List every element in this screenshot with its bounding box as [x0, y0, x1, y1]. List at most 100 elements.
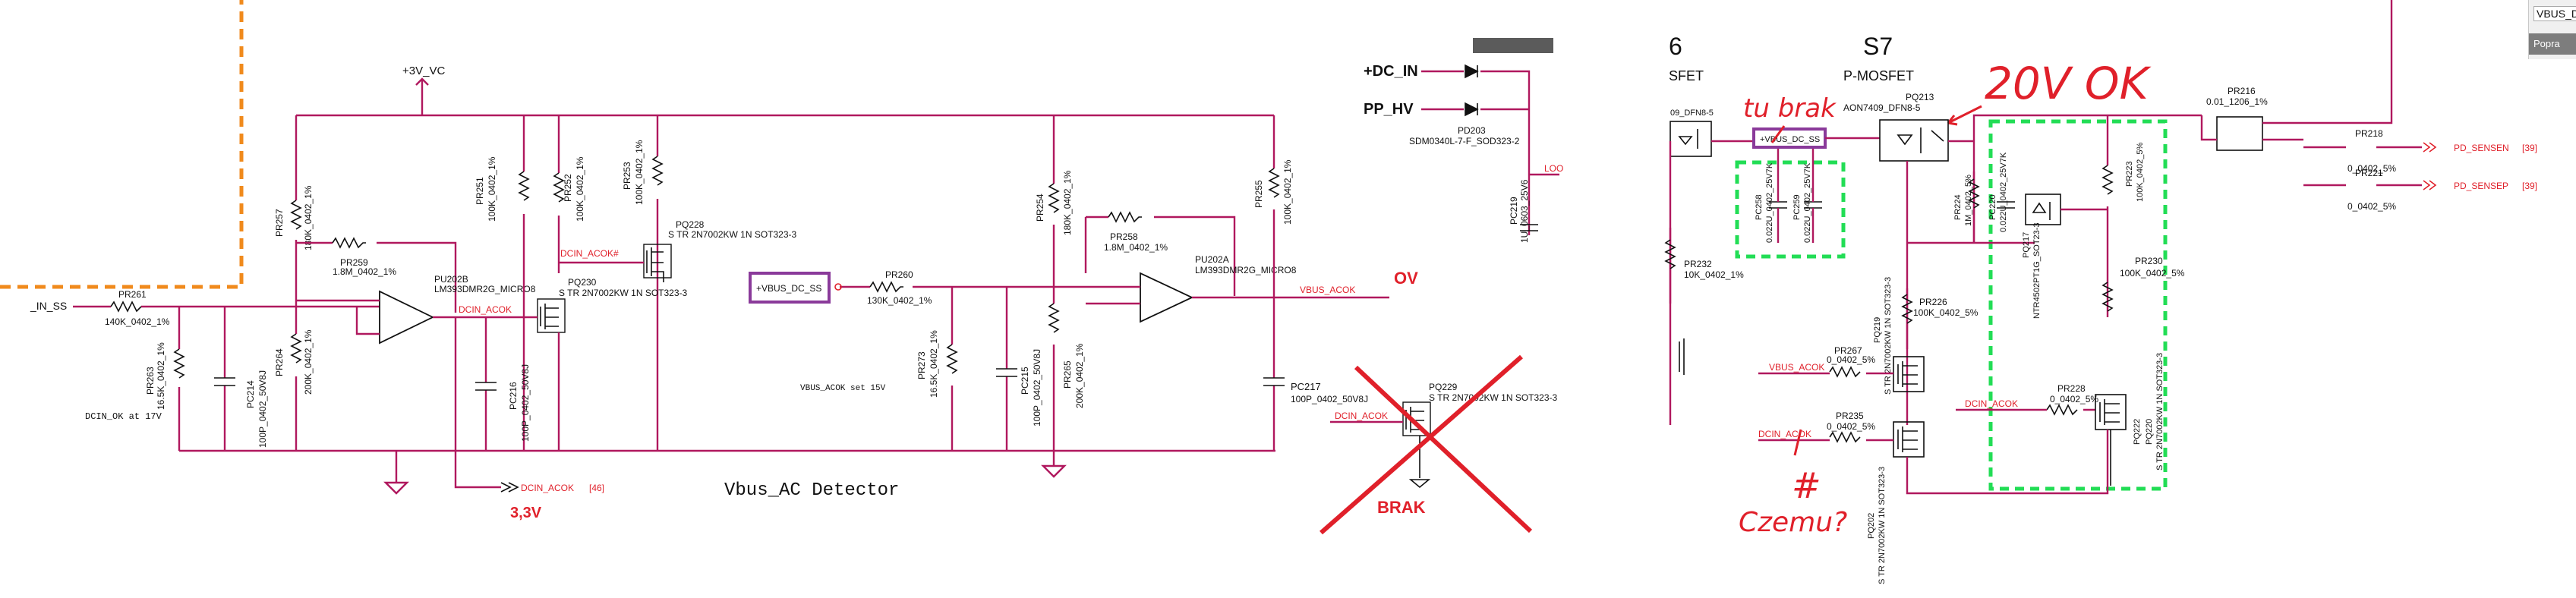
net-dcin-acok-hash: DCIN_ACOK# [560, 248, 619, 259]
dcin-ok-note: DCIN_OK at 17V [85, 411, 162, 422]
pc215-val: 100P_0402_50V8J [1032, 349, 1042, 426]
pr273-ref: PR273 [916, 351, 927, 379]
vbus-dc-ss-label-right: +VBUS_DC_SS [1760, 135, 1820, 144]
dfn-left-label: 09_DFN8-5 [1670, 109, 1714, 118]
pr254-body [1048, 183, 1060, 213]
pq230-val: S TR 2N7002KW 1N SOT323-3 [559, 288, 688, 298]
net-dcin-acok-mid: DCIN_ACOK [1335, 411, 1388, 421]
pr265-body [1048, 303, 1060, 333]
pq230-symbol [540, 304, 559, 329]
pr264-val: 200K_0402_1% [303, 329, 314, 395]
green-dashed-box-right [1988, 119, 2168, 491]
net-in-ss: _IN_SS [30, 300, 67, 312]
pq219-ref: PQ219 [1873, 317, 1882, 343]
pr261-val: 140K_0402_1% [105, 316, 170, 327]
pd-sense-arrows [2423, 142, 2437, 190]
pr258-val: 1.8M_0402_1% [1104, 242, 1168, 253]
pd203-diode-a [1465, 64, 1479, 79]
pr258-body [1108, 211, 1142, 223]
pr253-val: 100K_0402_1% [634, 140, 645, 205]
pc219-wire [1528, 173, 1559, 235]
pr228-ref: PR228 [2057, 383, 2086, 394]
pr259-ref: PR259 [340, 257, 368, 268]
pr260-val: 130K_0402_1% [867, 295, 932, 306]
pr224-body [1968, 178, 1980, 209]
pr259-val: 1.8M_0402_1% [333, 266, 396, 277]
pq219-wire [1906, 241, 1974, 349]
pu202a-ref: PU202A [1195, 254, 1229, 265]
pr251-body [518, 171, 530, 201]
pr224-wire [1972, 172, 2035, 244]
pr273-body [946, 344, 958, 374]
pr223-val: 100K_0402_5% [2136, 142, 2145, 202]
pr232-ref: PR232 [1684, 259, 1712, 269]
pq222-ref: PQ222 [2133, 419, 2142, 445]
pr230-val: 100K_0402_5% [2120, 268, 2185, 279]
header-6: 6 [1669, 33, 1682, 60]
pc219-val: 1U_0603_25V6 [1519, 179, 1530, 243]
pq213-val: AON7409_DFN8-5 [1843, 102, 1921, 113]
pu202b-inputs [296, 299, 380, 335]
pr218-ref: PR218 [2355, 128, 2383, 139]
hand-20v-ok-arrow [1947, 105, 1982, 126]
orange-dashed-boundary [0, 0, 244, 289]
pq228-ref: PQ228 [676, 219, 705, 230]
pq222-symbol [2099, 399, 2120, 486]
rail-arrow [415, 77, 429, 115]
pc216-plates [475, 382, 497, 391]
net-name-field[interactable]: VBUS_D [2533, 6, 2576, 21]
pr223-ref: PR223 [2125, 161, 2134, 187]
pq219-val: S TR 2N7002KW 1N SOT323-3 [1884, 277, 1893, 395]
pr221-ref: PR221 [2355, 168, 2383, 178]
pq219-symbol [1897, 361, 1918, 387]
corner-panel: VBUS_D Popra [2528, 0, 2576, 59]
vbus-dc-ss-box [749, 272, 831, 304]
pq217-val: NTR4502PT1G_SOT23-3 [2032, 222, 2042, 319]
pr232-body [1664, 239, 1676, 269]
pr221-val: 0_0402_5% [2347, 201, 2396, 212]
pr265-val: 200K_0402_1% [1074, 343, 1085, 408]
pq202-symbol [1897, 426, 1918, 452]
pr267-val: 0_0402_5% [1827, 354, 1875, 365]
net-pd-sensen: PD_SENSEN [2454, 143, 2509, 153]
pr232-val: 10K_0402_1% [1684, 269, 1744, 280]
pc214-ref: PC214 [245, 380, 256, 408]
ground-left [383, 451, 409, 495]
pr264-ref: PR264 [274, 348, 285, 376]
pr258-ref: PR258 [1110, 231, 1138, 242]
hand-hash: # [1792, 465, 1821, 506]
red-x-mark [1320, 354, 1533, 535]
brak-label: BRAK [1377, 498, 1426, 517]
pq-left-edge [1679, 338, 1685, 375]
pc259-val: 0.022U_0402_25V7K [1803, 162, 1812, 243]
pq222-val: S TR 2N7002KW 1N SOT323-3 [2155, 353, 2165, 471]
pq202-ref: PQ202 [1867, 513, 1876, 539]
pu202a-val: LM393DMR2G_MICRO8 [1195, 265, 1297, 275]
pr254-ref: PR254 [1035, 194, 1045, 222]
pr216-val: 0.01_1206_1% [2206, 96, 2268, 107]
pq229-ref: PQ229 [1429, 382, 1458, 392]
pc217-plates [1263, 377, 1285, 386]
pr235-body [1829, 431, 1861, 443]
pd203-diode-b [1465, 102, 1479, 117]
pu202a-inputs [1086, 285, 1140, 305]
section-title: Vbus_AC Detector [724, 480, 899, 501]
left-mosfet-symbol [1678, 129, 1698, 149]
dcin-acok-out-arrow [500, 482, 519, 493]
pq220-ref: PQ220 [2145, 419, 2154, 445]
net-dcin-acok-b: DCIN_ACOK [459, 304, 512, 315]
pr263-body [173, 348, 185, 379]
annotation-3v3: 3,3V [510, 505, 542, 521]
hand-czemu: Czemu? [1739, 507, 1847, 538]
pr251-ref: PR251 [475, 177, 485, 205]
pq202-val: S TR 2N7002KW 1N SOT323-3 [1878, 467, 1887, 584]
pc220-ref: PC220 [1988, 194, 1997, 220]
hand-tu-brak-arrow [1770, 125, 1786, 143]
hand-czemu-arrow [1793, 429, 1802, 456]
vbus-input-node [834, 283, 842, 291]
pq213-symbol [1897, 127, 1944, 153]
pq230-gate [524, 316, 560, 451]
correct-button[interactable]: Popra [2529, 33, 2576, 55]
header-sfet: SFET [1669, 68, 1704, 83]
pr218-val: 0_0402_5% [2347, 163, 2396, 174]
